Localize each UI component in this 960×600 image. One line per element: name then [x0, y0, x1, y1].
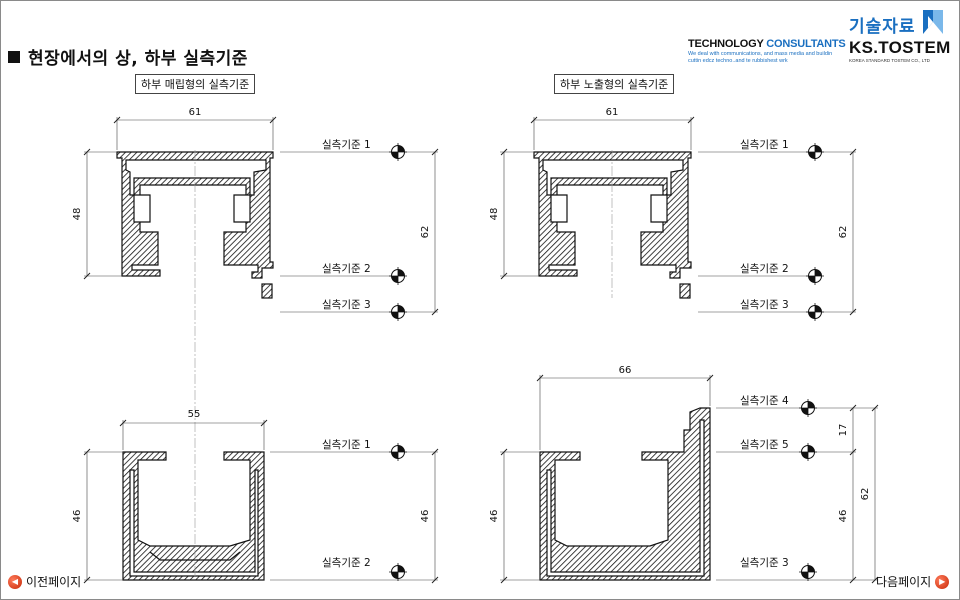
- arrow-left-icon: ◀: [8, 574, 22, 589]
- target-marker-icon: [806, 143, 824, 161]
- target-marker-icon: [806, 303, 824, 321]
- ref-ur-3: 실측기준 3: [740, 299, 789, 311]
- tc-sub-1: We deal with communications, and mass me…: [688, 51, 833, 57]
- dim-lr-17: 17: [838, 424, 849, 437]
- profile-lower-left: [122, 451, 265, 581]
- title-text: 현장에서의 상, 하부 실측기준: [28, 49, 248, 69]
- dim-lr-width: 66: [619, 365, 632, 376]
- ref-ur-1: 실측기준 1: [740, 139, 789, 151]
- dimension-lines: [84, 117, 878, 581]
- brand-english: KS.TOSTEM: [849, 38, 951, 57]
- label-exposed-type: 하부 노출형의 실측기준: [554, 74, 675, 94]
- dim-ur-width: 61: [606, 107, 619, 118]
- ref-ul-1: 실측기준 1: [322, 139, 371, 151]
- ref-lr-3: 실측기준 3: [740, 557, 789, 569]
- ks-logo-icon: [923, 10, 943, 34]
- ref-ul-2: 실측기준 2: [322, 263, 371, 275]
- page-title: 현장에서의 상, 하부 실측기준: [8, 44, 248, 69]
- target-marker-icon: [806, 267, 824, 285]
- target-marker-icon: [799, 443, 817, 461]
- profile-upper-left-lip: [261, 283, 273, 299]
- tc-main-a: TECHNOLOGY: [688, 38, 764, 50]
- profile-upper-right-lip: [679, 283, 691, 299]
- dimension-texts: 61 48 62 61 48 62 55 46 46 66 46 17 46 6…: [72, 107, 871, 522]
- target-marker-icon: [389, 303, 407, 321]
- dim-ur-62: 62: [838, 226, 849, 239]
- target-marker-icon: [389, 267, 407, 285]
- arrow-right-icon: ▶: [935, 574, 950, 589]
- dim-lr-46-right: 46: [838, 510, 849, 523]
- tc-main-b: CONSULTANTS: [766, 38, 846, 50]
- label-buried-type: 하부 매립형의 실측기준: [135, 74, 256, 94]
- profile-upper-right: [533, 151, 692, 279]
- dimension-ticks: [83, 116, 879, 584]
- brand-block: 기술자료 KS.TOSTEM KOREA STANDARD TOSTEM CO.…: [849, 12, 955, 63]
- target-marker-icon: [799, 563, 817, 581]
- tc-sub-2: cuttin edcz techno..and te rubbishest wr…: [688, 58, 788, 64]
- dim-ll-height: 46: [72, 510, 83, 523]
- next-page-button[interactable]: 다음페이지 ▶: [876, 573, 950, 590]
- ref-ul-3: 실측기준 3: [322, 299, 371, 311]
- ref-lr-5: 실측기준 5: [740, 439, 789, 451]
- dim-lr-62: 62: [860, 488, 871, 501]
- ref-ll-1: 실측기준 1: [322, 439, 371, 451]
- prev-page-button[interactable]: ◀ 이전페이지: [8, 573, 81, 590]
- ref-ur-2: 실측기준 2: [740, 263, 789, 275]
- dim-ll-width: 55: [188, 409, 201, 420]
- dim-lr-height: 46: [489, 510, 500, 523]
- dim-ul-62: 62: [420, 226, 431, 239]
- profile-upper-left: [116, 151, 274, 279]
- ref-ll-2: 실측기준 2: [322, 557, 371, 569]
- dim-ur-height: 48: [489, 208, 500, 221]
- brand-korean: 기술자료: [849, 17, 916, 36]
- profile-lower-right: [539, 407, 711, 581]
- target-marker-icon: [799, 399, 817, 417]
- ref-lr-4: 실측기준 4: [740, 395, 789, 407]
- next-page-label: 다음페이지: [876, 575, 932, 589]
- reference-labels: 실측기준 1 실측기준 2 실측기준 3 실측기준 1 실측기준 2 실측기준 …: [322, 139, 789, 569]
- target-marker-icon: [389, 443, 407, 461]
- dim-ul-width: 61: [189, 107, 202, 118]
- target-marker-icon: [389, 143, 407, 161]
- prev-page-label: 이전페이지: [26, 575, 82, 589]
- tech-consultants-block: TECHNOLOGY CONSULTANTS We deal with comm…: [688, 38, 858, 64]
- target-markers: [389, 143, 824, 581]
- center-lines: [194, 150, 613, 578]
- dim-ul-height: 48: [72, 208, 83, 221]
- bullet-square-icon: [8, 51, 20, 63]
- brand-subtitle: KOREA STANDARD TOSTEM CO., LTD: [849, 58, 930, 63]
- dim-ll-46-right: 46: [420, 510, 431, 523]
- target-marker-icon: [389, 563, 407, 581]
